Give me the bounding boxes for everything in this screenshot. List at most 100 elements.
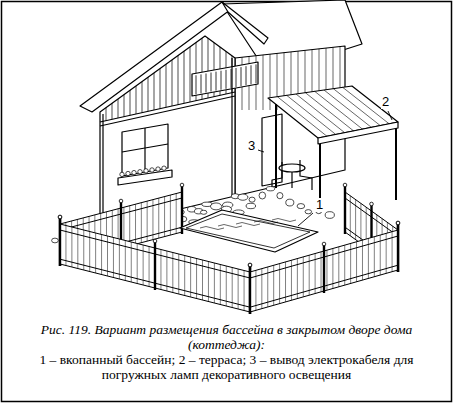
flower xyxy=(144,169,148,173)
siding-board xyxy=(226,0,227,130)
post-cap xyxy=(248,263,252,267)
post-cap xyxy=(58,215,62,219)
post-cap xyxy=(248,263,252,267)
flower xyxy=(120,172,124,176)
roof-slats xyxy=(277,87,389,136)
siding-board xyxy=(256,40,257,110)
terrace-post xyxy=(275,104,277,188)
stone xyxy=(325,212,334,219)
flower xyxy=(156,167,160,171)
baluster xyxy=(241,67,242,86)
siding-board xyxy=(130,0,131,130)
post-cap xyxy=(153,239,157,243)
siding-board xyxy=(190,0,191,130)
leader-line xyxy=(388,111,392,120)
callout-number: 2 xyxy=(381,95,390,109)
table xyxy=(279,164,305,172)
roof-slat xyxy=(277,97,327,137)
siding-board xyxy=(178,0,179,130)
pool-rim xyxy=(186,214,310,248)
ripple xyxy=(254,221,278,224)
terrace-post xyxy=(395,128,397,200)
chair xyxy=(300,160,312,190)
post-cap xyxy=(396,221,400,225)
post-cap xyxy=(119,199,123,203)
pool xyxy=(180,210,318,252)
baluster xyxy=(256,64,257,83)
siding-board xyxy=(106,0,107,130)
flower xyxy=(150,168,154,172)
baluster xyxy=(251,65,252,84)
siding-board xyxy=(263,40,264,110)
caption-key: 1 – вкопанный бассейн; 2 – терраса; 3 – … xyxy=(12,352,441,382)
flower xyxy=(162,166,166,170)
roof-slat xyxy=(287,95,336,134)
fence-post xyxy=(59,218,61,266)
table-leg xyxy=(291,172,292,188)
illustration xyxy=(0,0,453,318)
siding-board xyxy=(124,0,125,130)
ripple xyxy=(200,227,224,230)
post-cap xyxy=(396,221,400,225)
fence xyxy=(58,215,400,314)
fence-post xyxy=(397,224,399,272)
baluster xyxy=(226,70,227,89)
stone xyxy=(297,204,305,209)
siding-board xyxy=(118,0,119,130)
corner-trim xyxy=(231,58,232,196)
fence-post xyxy=(397,224,399,272)
roof-slat xyxy=(324,90,371,127)
fence-post xyxy=(154,242,156,290)
post-cap xyxy=(322,242,326,246)
roof-slat xyxy=(305,93,353,131)
baluster xyxy=(216,72,217,91)
siding-board xyxy=(160,0,161,130)
leader-line xyxy=(258,150,264,152)
corner-trim xyxy=(102,114,103,227)
balcony xyxy=(192,62,258,96)
siding-board xyxy=(166,0,167,130)
flowers xyxy=(120,166,166,177)
siding-board xyxy=(184,0,185,130)
baluster xyxy=(236,68,237,87)
floor-band xyxy=(100,92,235,122)
flower xyxy=(126,171,130,175)
stone xyxy=(249,197,255,202)
siding-board xyxy=(220,0,221,130)
ripple xyxy=(218,225,242,228)
water xyxy=(200,219,296,230)
fence-post xyxy=(249,266,251,314)
stone xyxy=(52,238,59,243)
ripple xyxy=(236,223,260,226)
stone xyxy=(286,199,294,206)
stone xyxy=(277,193,283,199)
fence-panel xyxy=(250,230,398,312)
baluster xyxy=(206,73,207,92)
siding-board xyxy=(112,0,113,130)
window xyxy=(122,124,168,176)
baluster xyxy=(221,71,222,90)
chair xyxy=(272,162,282,190)
leader-line xyxy=(298,213,313,226)
ripple xyxy=(272,219,296,222)
baluster xyxy=(201,74,202,93)
roof-slat xyxy=(333,89,380,126)
siding-board xyxy=(196,0,197,130)
floor-band xyxy=(100,96,235,126)
callout-number: 1 xyxy=(315,198,324,212)
fence-post xyxy=(59,218,61,266)
baluster xyxy=(211,73,212,92)
post-cap xyxy=(370,202,374,206)
post-cap xyxy=(343,183,347,187)
fence-post xyxy=(344,186,346,234)
post-cap xyxy=(58,215,62,219)
stone xyxy=(246,203,256,208)
stone xyxy=(305,210,311,214)
baluster xyxy=(231,69,232,88)
flower xyxy=(132,170,136,174)
caption-block: Рис. 119. Вариант размещения бассейна в … xyxy=(12,322,441,382)
callout-number: 3 xyxy=(247,139,256,153)
fence-post xyxy=(323,245,325,293)
